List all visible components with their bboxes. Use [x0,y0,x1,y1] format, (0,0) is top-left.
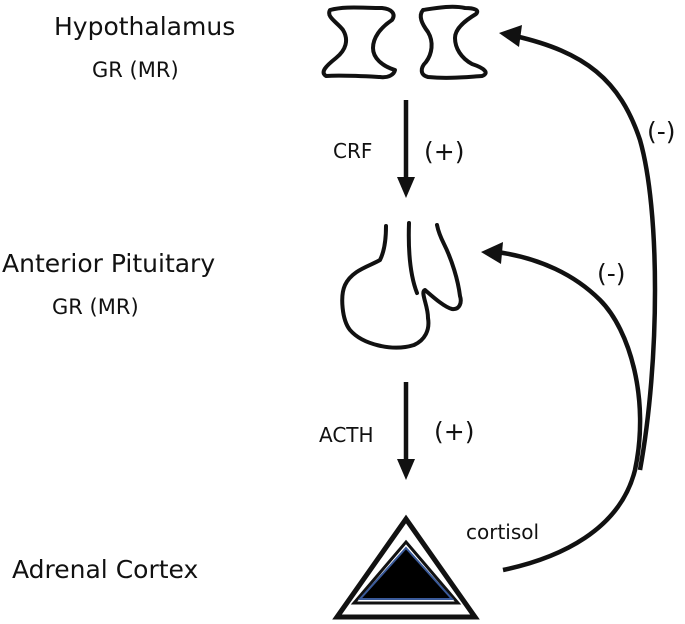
feedback-pituitary-sign: (-) [597,259,626,288]
acth-arrow [397,382,415,480]
hypothalamus-receptor-label: GR (MR) [92,58,179,82]
acth-effect-label: (+) [434,417,474,446]
feedback-arrow-pituitary [481,242,643,573]
adrenal-label: Adrenal Cortex [12,555,198,584]
cortisol-label: cortisol [466,520,539,544]
hypothalamus-icon [321,4,488,80]
feedback-hypothalamus-sign: (-) [647,117,676,146]
pituitary-label: Anterior Pituitary [2,249,215,278]
feedback-arrow-hypothalamus [499,25,658,471]
crf-label: CRF [333,139,372,163]
hypothalamus-label: Hypothalamus [54,12,235,41]
crf-effect-label: (+) [424,137,464,166]
pituitary-icon [340,221,463,350]
crf-arrow [397,100,415,198]
adrenal-gland-icon [332,514,480,620]
acth-label: ACTH [319,423,374,447]
pituitary-receptor-label: GR (MR) [52,295,139,319]
